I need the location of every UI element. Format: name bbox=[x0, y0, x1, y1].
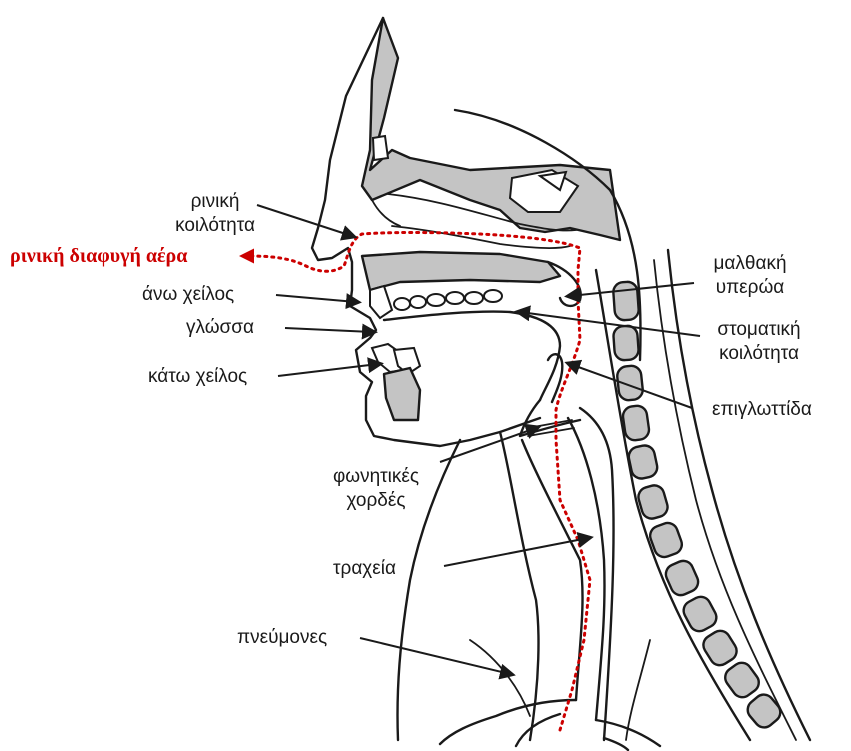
bronchi-left-2 bbox=[516, 714, 560, 746]
label-trachea: τραχεία bbox=[333, 557, 396, 581]
trachea-back bbox=[568, 418, 605, 720]
label-tongue: γλώσσα bbox=[186, 316, 254, 340]
label-soft-palate: μαλθακή υπερώα bbox=[694, 252, 806, 300]
label-oral-cavity: στοματική κοιλότητα bbox=[700, 318, 818, 366]
nasal-bone bbox=[362, 18, 620, 240]
lung-line-left bbox=[470, 640, 530, 716]
label-upper-lip: άνω χείλος bbox=[142, 283, 234, 307]
bronchi-right-2 bbox=[604, 738, 628, 750]
label-lower-lip: κάτω χείλος bbox=[148, 365, 247, 389]
label-epiglottis: επιγλωττίδα bbox=[712, 398, 812, 422]
lower-jaw bbox=[372, 344, 420, 420]
inner-nose-line bbox=[372, 200, 400, 226]
label-nasal-airflow: ρινική διαφυγή αέρα bbox=[10, 244, 187, 268]
label-vocal-cords: φωνητικές χορδές bbox=[312, 465, 440, 513]
lung-line-right bbox=[626, 640, 650, 740]
label-nasal-cavity: ρινική κοιλότητα bbox=[160, 190, 270, 238]
trachea-front bbox=[522, 440, 583, 700]
sinus-opening bbox=[373, 136, 388, 160]
upper-teeth bbox=[370, 286, 502, 318]
label-lungs: πνεύμονες bbox=[237, 626, 327, 650]
hard-palate bbox=[362, 252, 560, 290]
bronchi-left bbox=[440, 700, 576, 744]
